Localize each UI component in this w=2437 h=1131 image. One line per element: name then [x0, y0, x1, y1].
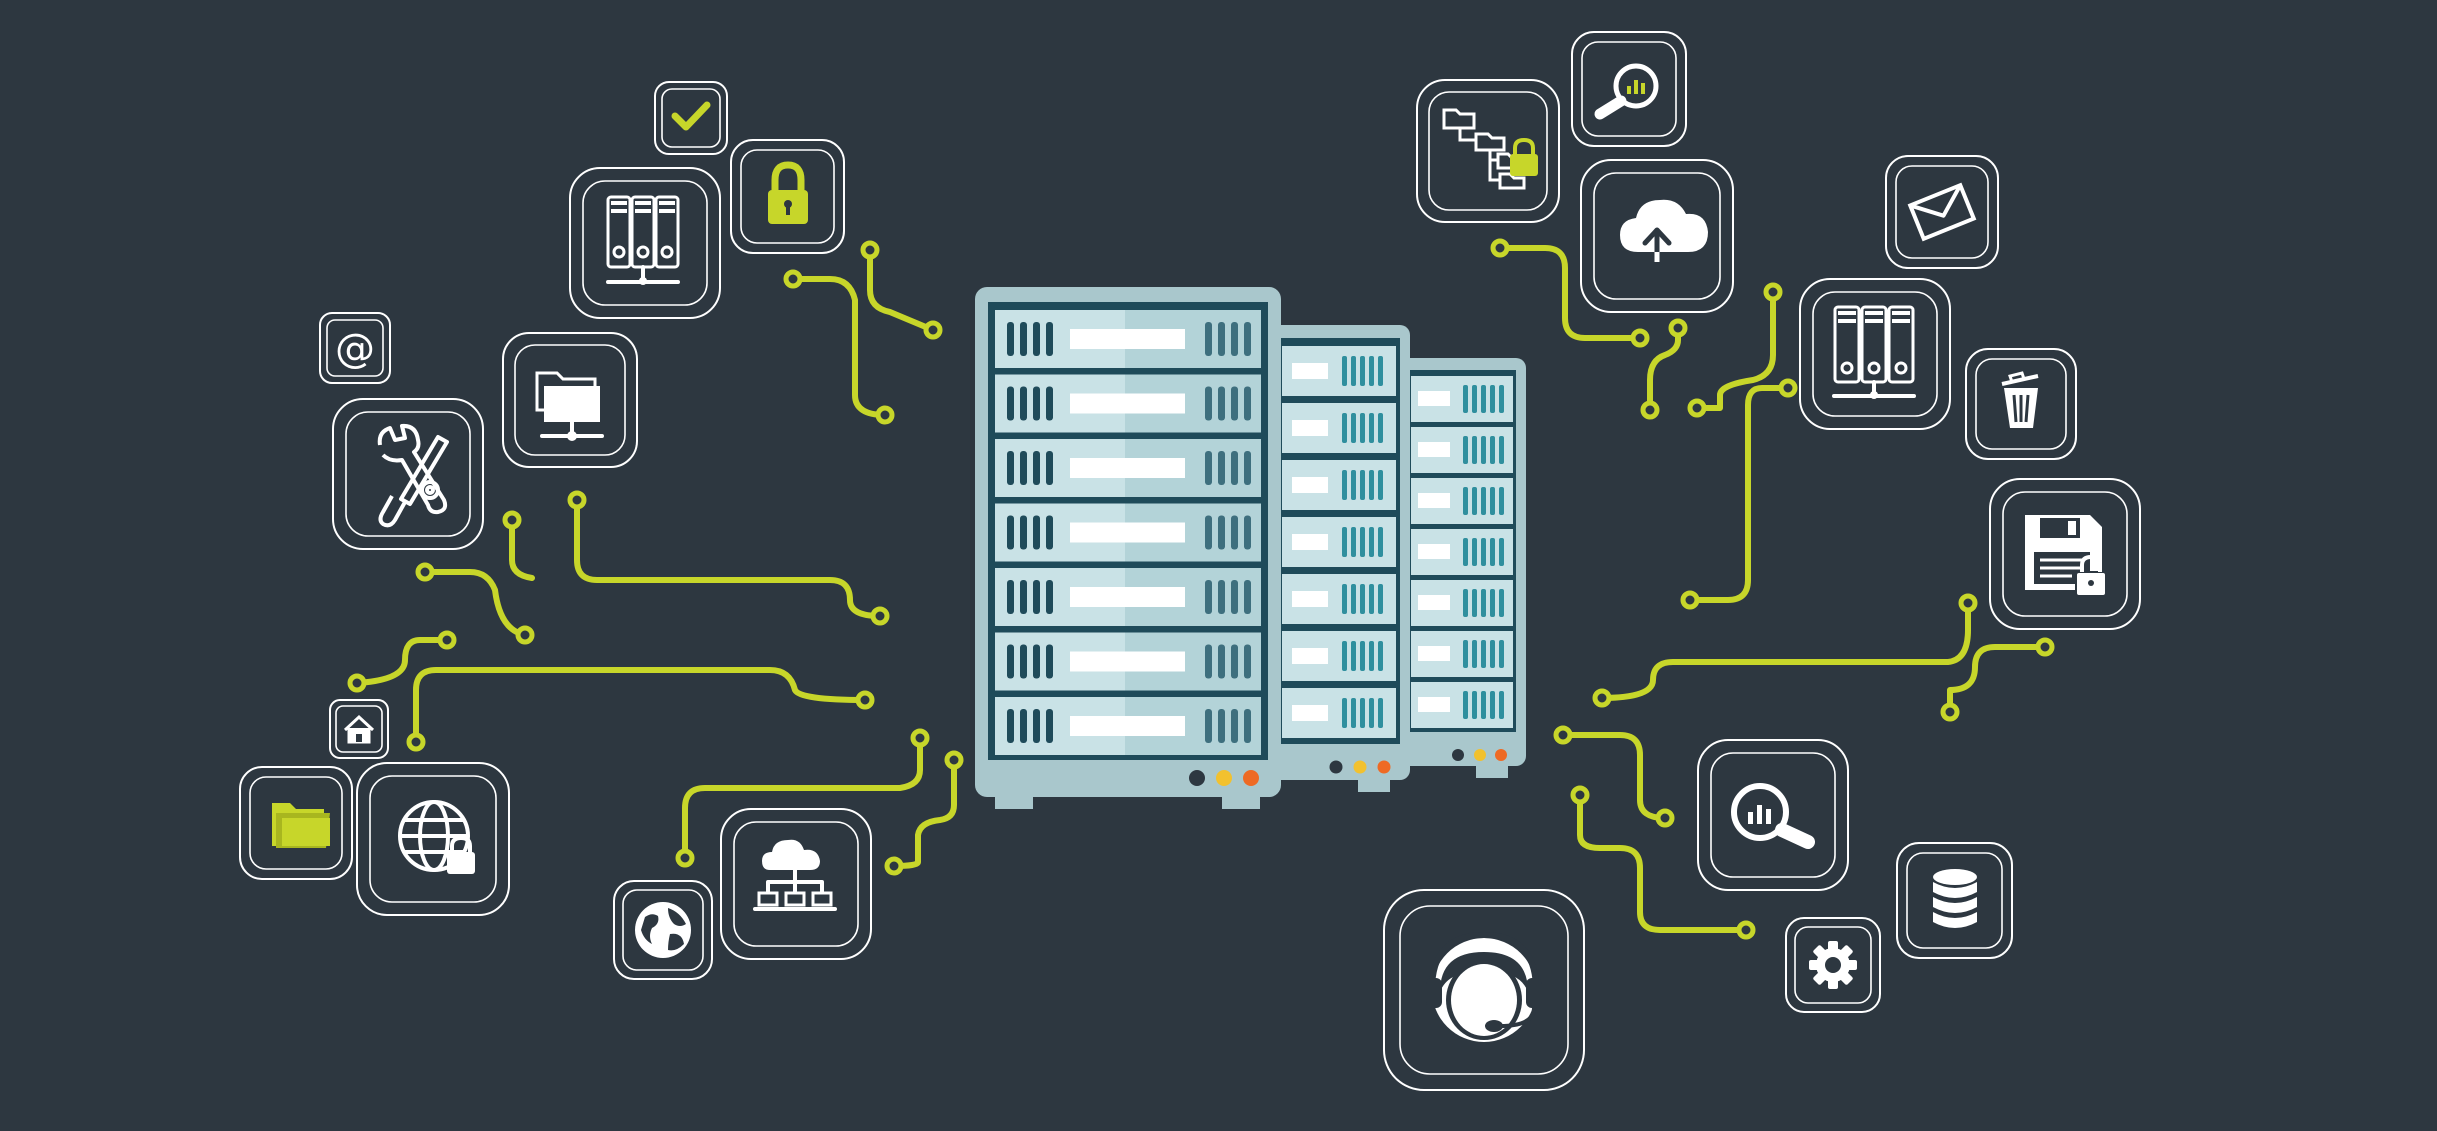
envelope-icon: [1885, 155, 1999, 269]
file-cabinet-icon: [1799, 278, 1951, 430]
at-sign-icon: @: [319, 312, 391, 384]
network-folder-icon: [502, 332, 638, 468]
folder-tree-lock-icon: [1416, 79, 1560, 223]
cloud-network-icon: [720, 808, 872, 960]
server-rack-front: [975, 287, 1281, 809]
trash-can-icon: [1965, 348, 2077, 460]
folder-icon: [239, 766, 353, 880]
database-icon: [1896, 842, 2013, 959]
wrench-screwdriver-icon: [332, 398, 484, 550]
floppy-disk-lock-icon: [1989, 478, 2141, 630]
circuit-wires: [347, 238, 2055, 940]
checkmark-icon: [654, 81, 728, 155]
svg-text:@: @: [335, 326, 375, 372]
globe-icon: [613, 880, 713, 980]
server-racks: [975, 287, 1526, 809]
secure-globe-icon: [356, 762, 510, 916]
search-chart-icon: [1571, 31, 1687, 147]
support-headset-icon: [1383, 889, 1585, 1091]
search-analytics-icon: [1697, 739, 1849, 891]
padlock-icon: [730, 139, 845, 254]
server-rack-back: [1398, 358, 1526, 778]
cloud-upload-icon: [1580, 159, 1734, 313]
gear-icon: [1785, 917, 1881, 1013]
home-icon: [329, 699, 389, 759]
file-cabinet-network-icon: [569, 167, 721, 319]
server-rack-middle: [1268, 325, 1410, 792]
